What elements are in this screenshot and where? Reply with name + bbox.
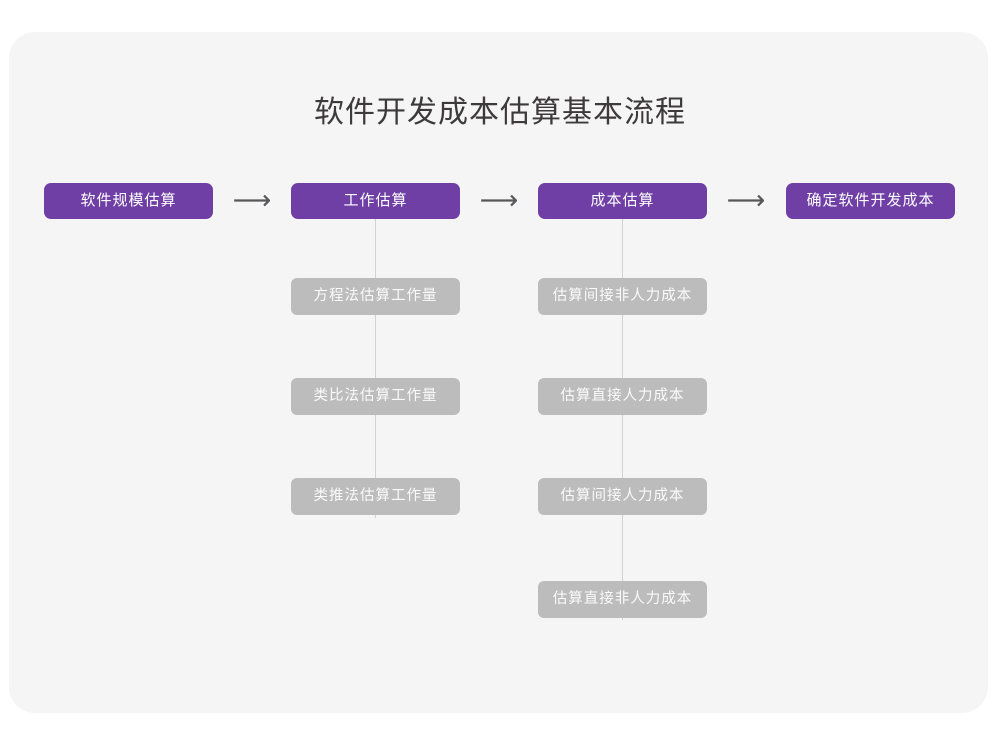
sub-node-cost-direct-nonlabor[interactable]: 估算直接非人力成本 (538, 581, 707, 618)
sub-node-cost-indirect-nonlabor[interactable]: 估算间接非人力成本 (538, 278, 707, 315)
flow-arrow-3: ⟶ (726, 185, 766, 216)
flow-arrow-1: ⟶ (232, 185, 272, 216)
connector-line-work (375, 218, 376, 518)
sub-node-work-analogy-method[interactable]: 类比法估算工作量 (291, 378, 460, 415)
page-title: 软件开发成本估算基本流程 (314, 96, 686, 129)
sub-node-work-inference-method[interactable]: 类推法估算工作量 (291, 478, 460, 515)
flow-node-determine-development-cost[interactable]: 确定软件开发成本 (786, 183, 955, 219)
flow-node-software-scale-estimation[interactable]: 软件规模估算 (44, 183, 213, 219)
diagram-card (9, 32, 988, 713)
flow-node-work-estimation[interactable]: 工作估算 (291, 183, 460, 219)
flow-arrow-2: ⟶ (479, 185, 519, 216)
flow-node-cost-estimation[interactable]: 成本估算 (538, 183, 707, 219)
connector-line-cost (622, 218, 623, 620)
sub-node-cost-indirect-labor[interactable]: 估算间接人力成本 (538, 478, 707, 515)
sub-node-work-equation-method[interactable]: 方程法估算工作量 (291, 278, 460, 315)
sub-node-cost-direct-labor[interactable]: 估算直接人力成本 (538, 378, 707, 415)
